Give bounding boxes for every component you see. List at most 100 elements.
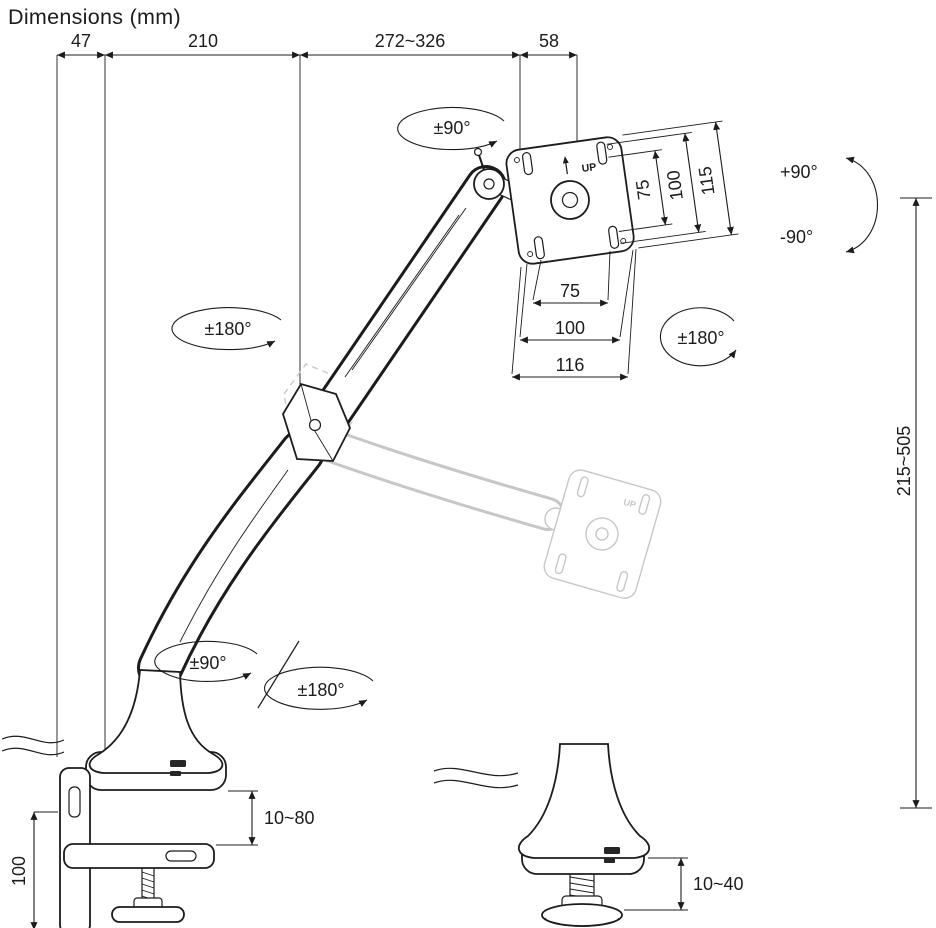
dim-label-75h: 75 [560,281,580,301]
dim-label-115: 115 [695,165,719,196]
ghost-ball-joint [585,517,619,551]
dim-label-47: 47 [71,31,91,51]
clamp-lower-jaw [63,843,215,869]
dim-label-10-80: 10~80 [264,808,315,828]
grommet-column [518,743,650,859]
thread [141,877,155,883]
dim-label-clamp-100: 100 [9,856,29,886]
elbow-bolt [308,418,322,432]
rotation-annotations: ±90° ±180° ±180° ±90° ±180° +90° -90° [154,107,878,710]
ghost-slot [638,494,651,515]
vesa-bottom-dimensions: 75 100 116 [511,248,637,381]
vesa-assembly: UP 75 100 115 [505,120,739,265]
gas-spring-line [344,214,460,378]
base-rotate-label: ±180° [297,680,344,700]
extension-line [607,250,611,301]
ghost-slot [554,553,567,575]
clamp-screw [111,868,185,923]
base-column [88,669,224,774]
grommet-screw [541,874,623,927]
thread [141,871,155,877]
dim-label-272-326: 272~326 [375,31,446,51]
tilt-down-label: -90° [780,227,813,247]
dim-label-10-40: 10~40 [693,874,744,894]
corner-screw [607,143,613,150]
vesa-slot [521,152,534,176]
upper-arm-fill [296,168,504,456]
vesa-rotate-arrow [659,307,737,367]
head-joint-pin [483,178,495,190]
cable [1,747,65,756]
up-arrow [565,162,568,175]
dim-label-100v: 100 [663,169,687,202]
ghost-ball-joint-center [595,527,609,541]
grommet-assembly [433,743,650,927]
tilt-arrow [845,156,878,254]
dim-line-115 [713,121,734,235]
extension-line [532,259,542,301]
head-joint [473,168,505,200]
head-swivel-arrow [397,107,505,151]
cable [433,767,519,777]
thread [569,876,595,882]
ball-joint-cover [550,180,590,220]
dim-label-75v: 75 [632,178,655,201]
extension-line [619,249,634,338]
top-dimension-chain: 47 210 272~326 58 [56,31,578,757]
ghost-slot [616,570,629,592]
extension-line [618,223,673,232]
clamp-dimensions: 100 10~80 [9,790,315,928]
dim-label-210: 210 [188,31,218,51]
extension-line [620,230,706,244]
corner-screw [527,251,534,258]
cable [433,779,519,789]
height-dimension: 215~505 [894,197,932,809]
tilt-up-label: +90° [780,162,818,182]
up-label: UP [581,161,597,175]
vesa-side-dimensions: 75 100 115 [606,120,739,249]
arm-swivel-arrow [171,307,282,351]
head-screw-cap [473,147,483,157]
arm-swivel-label: ±180° [204,319,251,339]
dim-line-75v [652,150,668,226]
gas-spring-line [351,207,467,371]
ghost-vesa-plate: UP [543,469,662,599]
corner-screw [620,238,627,244]
dim-line-100v [682,133,702,233]
dim-label-58: 58 [539,31,559,51]
up-arrow-head [562,156,569,164]
page-title: Dimensions (mm) [8,5,181,29]
vesa-rotate-label: ±180° [677,328,724,348]
thread [141,883,155,889]
vesa-slot [596,141,608,165]
base-swivel-label: ±90° [189,653,226,673]
extension-line [606,131,692,145]
annotation-slash [257,640,300,709]
extension-line [627,248,637,375]
usb-port [604,847,620,854]
clamp-slot [68,786,81,818]
dim-label-116: 116 [556,355,585,375]
ghost-plate [543,469,662,599]
lower-arm-highlight [179,469,289,643]
base-rotate-arrow [263,666,374,710]
head-swivel-label: ±90° [433,118,470,138]
corner-screw [513,157,520,163]
clamp-assembly [1,735,215,928]
ball-joint-center [561,191,579,209]
wing-knob-rim [544,917,620,927]
thread [141,889,155,895]
lower-arm-fill [140,432,322,688]
cable [1,735,65,744]
extension-line [519,263,528,338]
usb-port [170,771,181,776]
dim-label-100h: 100 [555,318,585,338]
thread [569,888,595,894]
ghost-elbow-shroud [283,363,353,455]
extension-line [622,120,723,136]
grommet-dimension: 10~40 [624,857,744,911]
base-swivel-arrow [154,640,258,682]
usb-port [170,760,186,767]
